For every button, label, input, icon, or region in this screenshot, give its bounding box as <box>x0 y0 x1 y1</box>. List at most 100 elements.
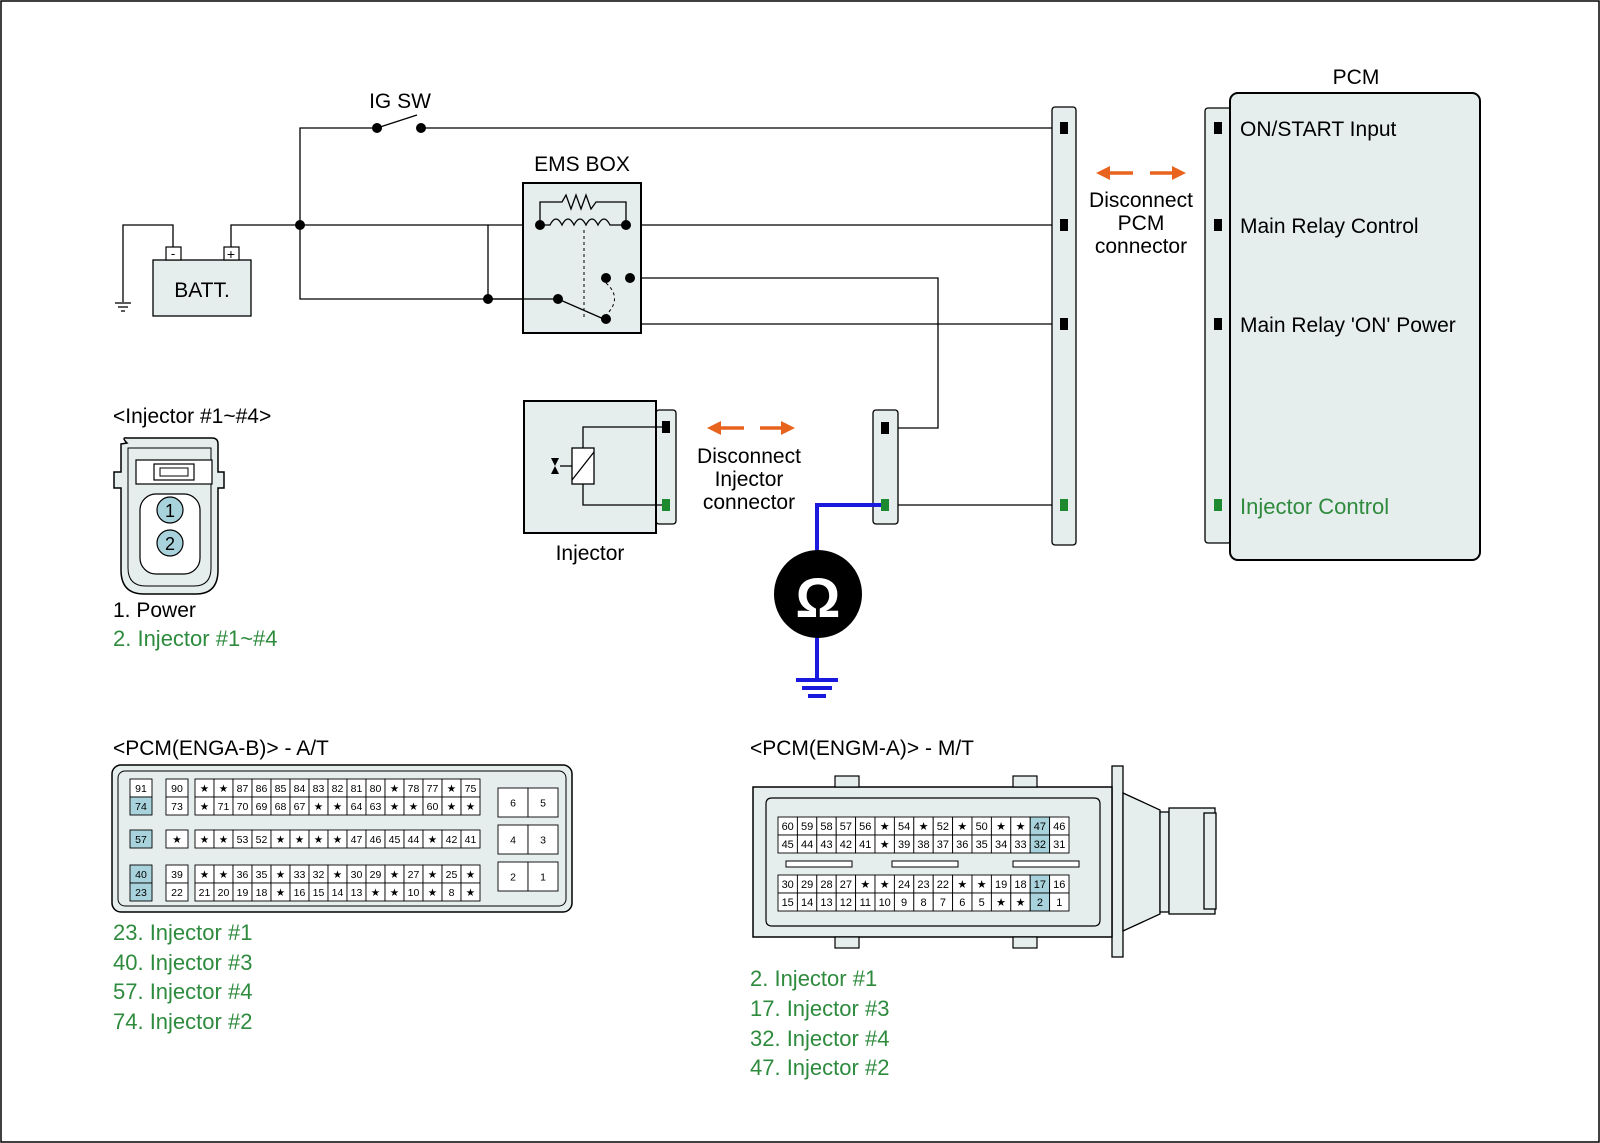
pcm-mt-legend-2: 17. Injector #3 <box>750 996 889 1021</box>
disconnect-arrow <box>1096 166 1186 180</box>
pin-label: 45 <box>782 839 794 851</box>
pin-label: 80 <box>370 783 382 795</box>
pin-label: 58 <box>820 821 832 833</box>
pcm-label: PCM <box>1333 66 1380 89</box>
ems-box-label: EMS BOX <box>534 153 630 176</box>
pin-label: ★ <box>333 869 343 881</box>
pin-label: 6 <box>959 897 965 909</box>
pin-label: ★ <box>1016 897 1026 909</box>
relay-coil <box>540 218 626 227</box>
pin-label: 8 <box>449 887 455 899</box>
pin-label: 63 <box>370 801 382 813</box>
pin-label: 71 <box>218 801 230 813</box>
battery-positive-label: + <box>227 246 235 262</box>
pin-label: ★ <box>276 887 286 899</box>
injector-legend-2: 2. Injector #1~#4 <box>113 626 278 651</box>
pin-label: ★ <box>447 801 457 813</box>
pin-label: 78 <box>408 783 420 795</box>
pin-label: 44 <box>801 839 813 851</box>
pin-label: 39 <box>171 869 183 881</box>
pin-cell <box>165 882 189 902</box>
pin-label: 73 <box>171 801 183 813</box>
disconnect-arrow <box>707 421 795 435</box>
pin-label: 22 <box>171 887 183 899</box>
pin-label: ★ <box>200 783 210 795</box>
pin-label: ★ <box>219 783 229 795</box>
pin-label: 19 <box>237 887 249 899</box>
pin-label: ★ <box>428 887 438 899</box>
pin-label: ★ <box>977 879 987 891</box>
pin-label: 70 <box>237 801 249 813</box>
disconnect-pcm-note: Disconnect PCM connector <box>1089 166 1193 258</box>
pin-label: 14 <box>332 887 344 899</box>
ems-box: EMS BOX <box>487 153 642 334</box>
pin-label: 42 <box>840 839 852 851</box>
pcm-at-legend-1: 23. Injector #1 <box>113 920 252 945</box>
pin-label: 34 <box>995 839 1007 851</box>
pcm-pin-on-start-input: ON/START Input <box>1240 118 1397 141</box>
pin-label: ★ <box>371 887 381 899</box>
pin-label: ★ <box>957 879 967 891</box>
pcm-pin-main-relay-control: Main Relay Control <box>1240 215 1419 238</box>
pin-label: ★ <box>957 821 967 833</box>
pin-label: 12 <box>840 897 852 909</box>
pin-label: 46 <box>370 834 382 846</box>
pin-label: 60 <box>782 821 794 833</box>
pin-label: 23 <box>135 887 147 899</box>
ohm-symbol: Ω <box>796 566 841 629</box>
pin-label: 57 <box>840 821 852 833</box>
pin-label: ★ <box>466 869 476 881</box>
pin-cell <box>497 861 529 892</box>
pin-label: 37 <box>937 839 949 851</box>
pin-label: 1 <box>540 872 546 884</box>
pin-label: 85 <box>275 783 287 795</box>
pin-label: ★ <box>390 869 400 881</box>
pin-label: ★ <box>409 801 419 813</box>
pin-label: ★ <box>390 783 400 795</box>
battery-label: BATT. <box>174 279 230 302</box>
disconnect-injector-note: Disconnect Injector connector <box>697 421 801 514</box>
pin-label: ★ <box>172 834 182 846</box>
pin-label: 43 <box>820 839 832 851</box>
battery-negative-label: - <box>171 246 175 261</box>
pin-label: ★ <box>860 879 870 891</box>
pin-label: 16 <box>1053 879 1065 891</box>
pin-label: ★ <box>466 801 476 813</box>
pin-label: 75 <box>465 783 477 795</box>
pin-label: 87 <box>237 783 249 795</box>
injector-harness-connector <box>872 409 899 525</box>
pcm-at-legend-2: 40. Injector #3 <box>113 950 252 975</box>
pin-label: 52 <box>256 834 268 846</box>
pin-label: 22 <box>937 879 949 891</box>
pcm-module: PCM ON/START Input Main Relay Control Ma… <box>1204 66 1481 561</box>
wires <box>115 127 1063 506</box>
pin-label: ★ <box>200 801 210 813</box>
pin-label: 29 <box>801 879 813 891</box>
pin-label: ★ <box>466 887 476 899</box>
pin-label: 44 <box>408 834 420 846</box>
pin-label: ★ <box>219 834 229 846</box>
pin-label: ★ <box>919 821 929 833</box>
pin-label: 69 <box>256 801 268 813</box>
pin-label: 52 <box>937 821 949 833</box>
pin-label: 59 <box>801 821 813 833</box>
pin-label: 83 <box>313 783 325 795</box>
pin-label: 32 <box>1034 839 1046 851</box>
pin-label: 6 <box>510 798 516 810</box>
ig-sw-label: IG SW <box>369 90 431 113</box>
pin-label: 54 <box>898 821 910 833</box>
pin-label: 77 <box>427 783 439 795</box>
pin-label: ★ <box>1016 821 1026 833</box>
pin-label: 31 <box>1053 839 1065 851</box>
pin-label: 18 <box>256 887 268 899</box>
pin-label: 27 <box>408 869 420 881</box>
pin-label: 19 <box>995 879 1007 891</box>
injector-pin-2: 2 <box>165 534 175 554</box>
pcm-harness-connector <box>1051 106 1077 546</box>
pin-label: 47 <box>1034 821 1046 833</box>
disconnect-pcm-line2: PCM <box>1118 212 1165 235</box>
pin-label: 56 <box>859 821 871 833</box>
pin-label: ★ <box>996 897 1006 909</box>
